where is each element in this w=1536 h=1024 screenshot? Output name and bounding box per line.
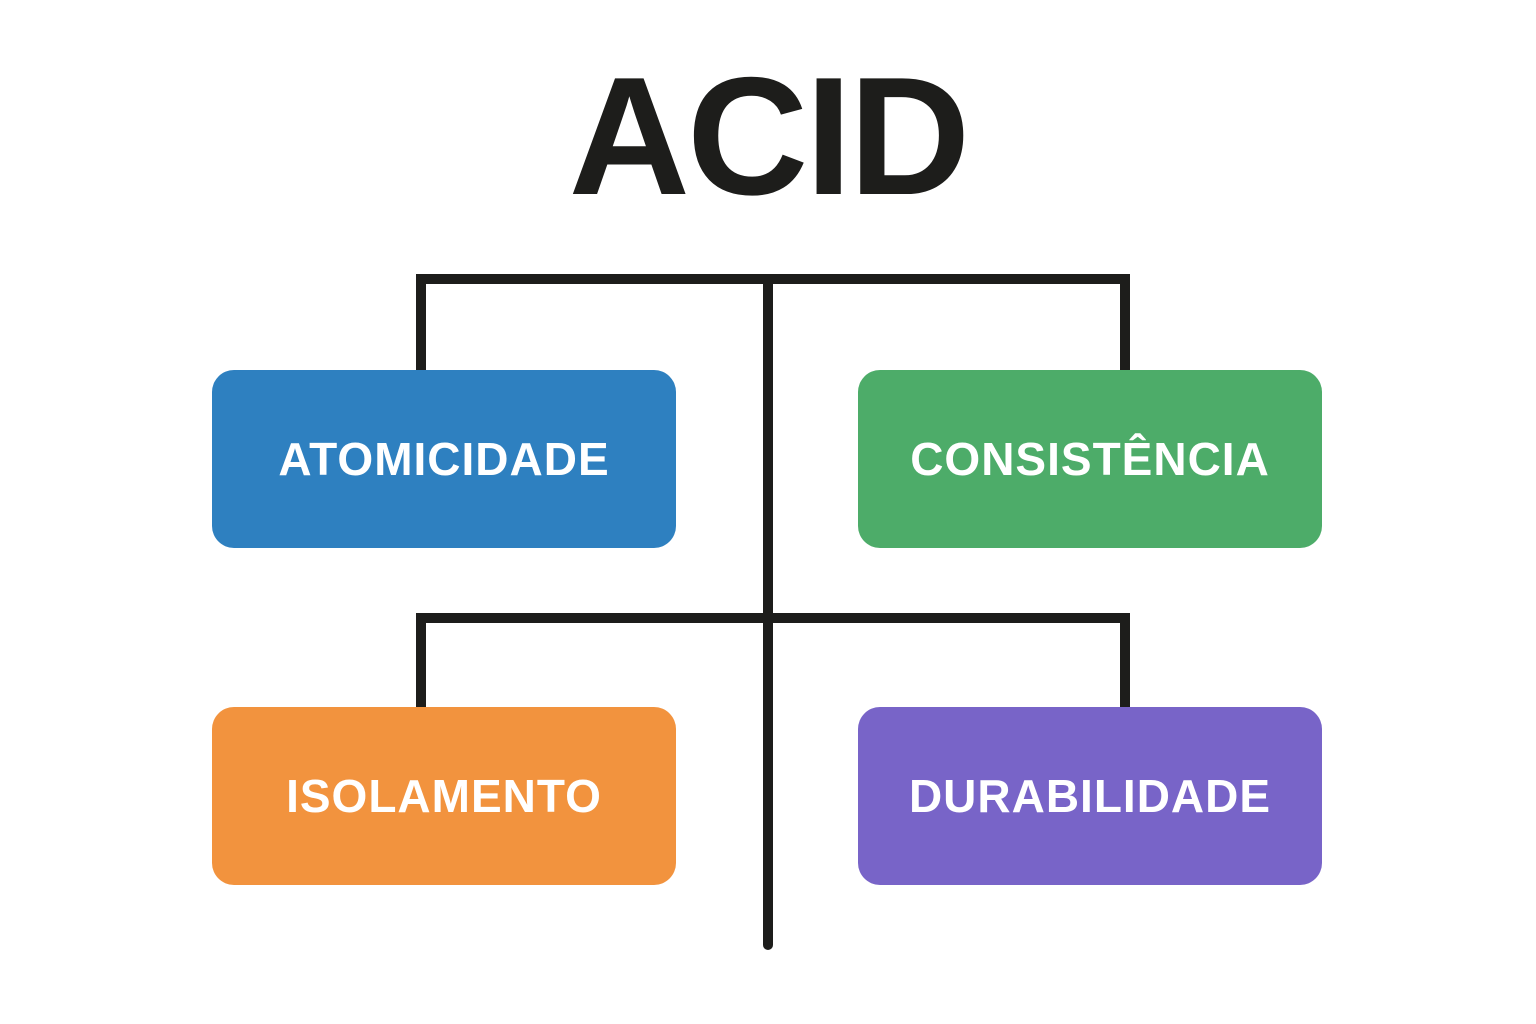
connector-drop-bottom-left [416, 613, 426, 707]
connector-center-stem [763, 274, 773, 950]
node-durabilidade-label: DURABILIDADE [908, 770, 1272, 822]
node-consistencia-label: CONSISTÊNCIA [910, 433, 1270, 485]
connector-drop-bottom-right [1120, 613, 1130, 707]
connector-rail-bottom [416, 613, 1130, 623]
connector-drop-top-left [416, 274, 426, 370]
connector-rail-top [416, 274, 1130, 284]
node-atomicidade-label: ATOMICIDADE [278, 433, 610, 485]
connector-drop-top-right [1120, 274, 1130, 370]
node-isolamento: ISOLAMENTO [212, 707, 676, 885]
diagram-title: ACID [568, 42, 971, 230]
node-durabilidade: DURABILIDADE [858, 707, 1322, 885]
node-isolamento-label: ISOLAMENTO [286, 770, 602, 822]
node-consistencia: CONSISTÊNCIA [858, 370, 1322, 548]
node-atomicidade: ATOMICIDADE [212, 370, 676, 548]
